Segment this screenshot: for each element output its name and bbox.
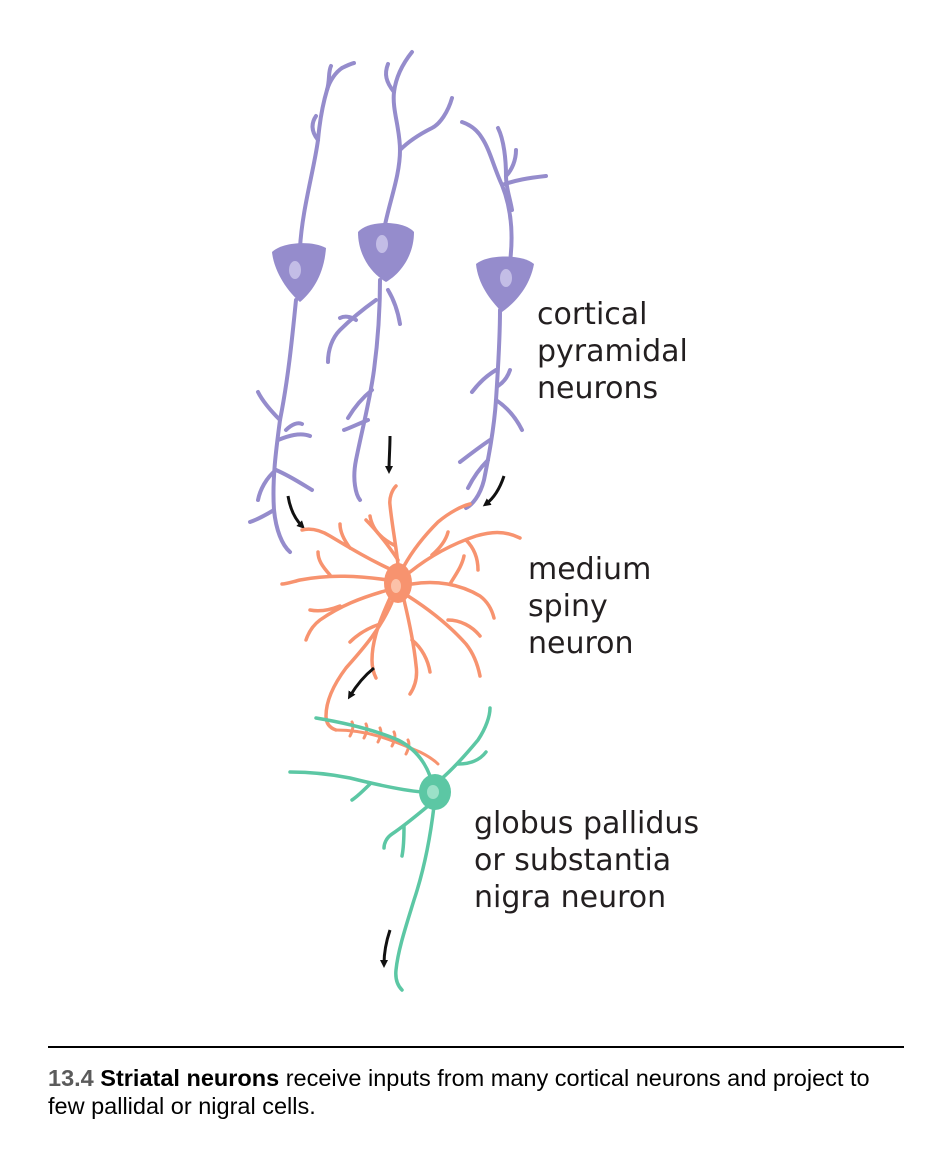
label-medium-spiny-neuron: medium spiny neuron [528, 552, 652, 661]
arrow-spiny-output [347, 666, 375, 700]
caption-divider [48, 1046, 904, 1048]
pallidal-neuron [288, 706, 492, 992]
arrow-middle-input [385, 435, 394, 474]
pyramidal-soma-right [476, 256, 534, 312]
pyramidal-neuron-right [458, 120, 548, 510]
medium-spiny-neuron [280, 484, 522, 732]
caption-number: 13.4 [48, 1065, 94, 1091]
medium-spiny-soma [384, 563, 412, 603]
label-globus-pallidus-neuron: globus pallidus or substantia nigra neur… [474, 806, 700, 915]
synaptic-contacts [334, 720, 440, 766]
arrow-pallidal-output [380, 929, 392, 968]
pyramidal-soma-middle [358, 223, 414, 282]
neuron-circuit-diagram [248, 50, 548, 992]
caption-text: receive inputs from many cortical neuron… [48, 1065, 870, 1119]
pyramidal-neuron-middle [326, 50, 454, 502]
arrow-right-input [482, 475, 506, 507]
pyramidal-neuron-left [248, 61, 356, 554]
label-cortical-pyramidal-neurons: cortical pyramidal neurons [537, 297, 688, 406]
input-arrows [286, 435, 506, 529]
pallidal-soma [419, 774, 451, 810]
arrow-left-input [286, 495, 305, 529]
figure-caption: 13.4 Striatal neurons receive inputs fro… [48, 1064, 898, 1120]
pyramidal-soma-left [272, 243, 326, 302]
caption-title: Striatal neurons [100, 1065, 280, 1091]
